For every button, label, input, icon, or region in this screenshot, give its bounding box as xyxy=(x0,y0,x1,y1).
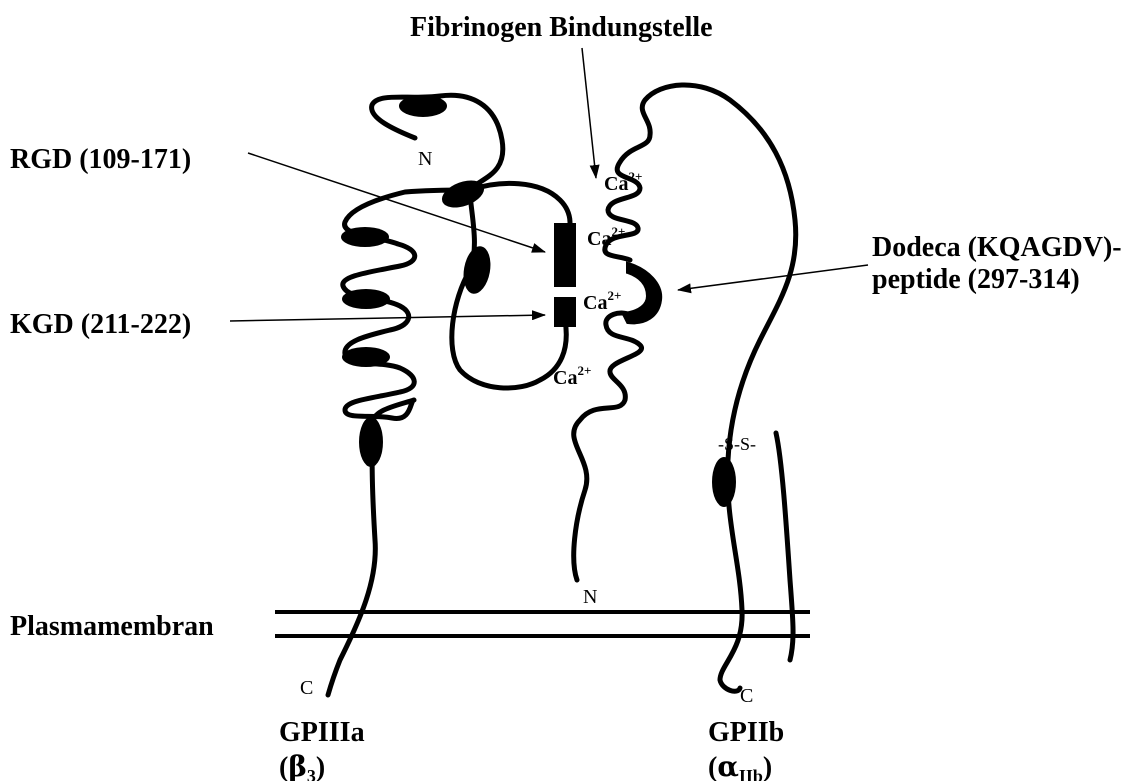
kgd-domain-block xyxy=(554,297,576,327)
kgd-arrow xyxy=(230,315,545,321)
membrane-label: Plasmamembran xyxy=(10,611,214,642)
kgd-label: KGD (211-222) xyxy=(10,309,191,340)
calcium-ion-2: Ca2+ xyxy=(587,224,625,250)
alpha-n-terminus: N xyxy=(583,586,597,608)
gpiiia-name: GPIIIa xyxy=(279,717,365,748)
beta-c-terminus: C xyxy=(300,677,313,699)
dodeca-peptide-segment xyxy=(624,264,660,322)
calcium-ion-3: Ca2+ xyxy=(583,288,621,314)
gpiiia-subunit: (β3) xyxy=(279,750,325,781)
beta-glycosylation-6 xyxy=(342,347,390,367)
gpiib-subunit: (αIIb) xyxy=(708,750,772,781)
rgd-arrow xyxy=(248,153,545,252)
alpha-glycosylation-1 xyxy=(712,457,736,507)
binding-site-arrow xyxy=(582,48,596,178)
beta-glycosylation-7 xyxy=(359,417,383,467)
rgd-label: RGD (109-171) xyxy=(10,144,191,175)
gpiib-name: GPIIb xyxy=(708,717,784,748)
beta-glycosylation-4 xyxy=(341,227,389,247)
alpha-c-terminus: C xyxy=(740,685,753,707)
rgd-domain-block xyxy=(554,223,576,287)
fibrinogen-binding-site-title: Fibrinogen Bindungstelle xyxy=(410,12,713,43)
disulfide-bond-label: -S-S- xyxy=(718,434,756,454)
dodeca-label-line2: peptide (297-314) xyxy=(872,264,1080,295)
dodeca-label-line1: Dodeca (KQAGDV)- xyxy=(872,232,1122,263)
calcium-ion-4: Ca2+ xyxy=(553,363,591,389)
gpiiia-chain xyxy=(328,95,576,695)
dodeca-arrow xyxy=(678,265,868,290)
beta-glycosylation-3 xyxy=(460,244,494,296)
beta-glycosylation-5 xyxy=(342,289,390,309)
beta-n-terminus: N xyxy=(418,148,432,170)
beta-glycosylation-1 xyxy=(399,95,447,117)
